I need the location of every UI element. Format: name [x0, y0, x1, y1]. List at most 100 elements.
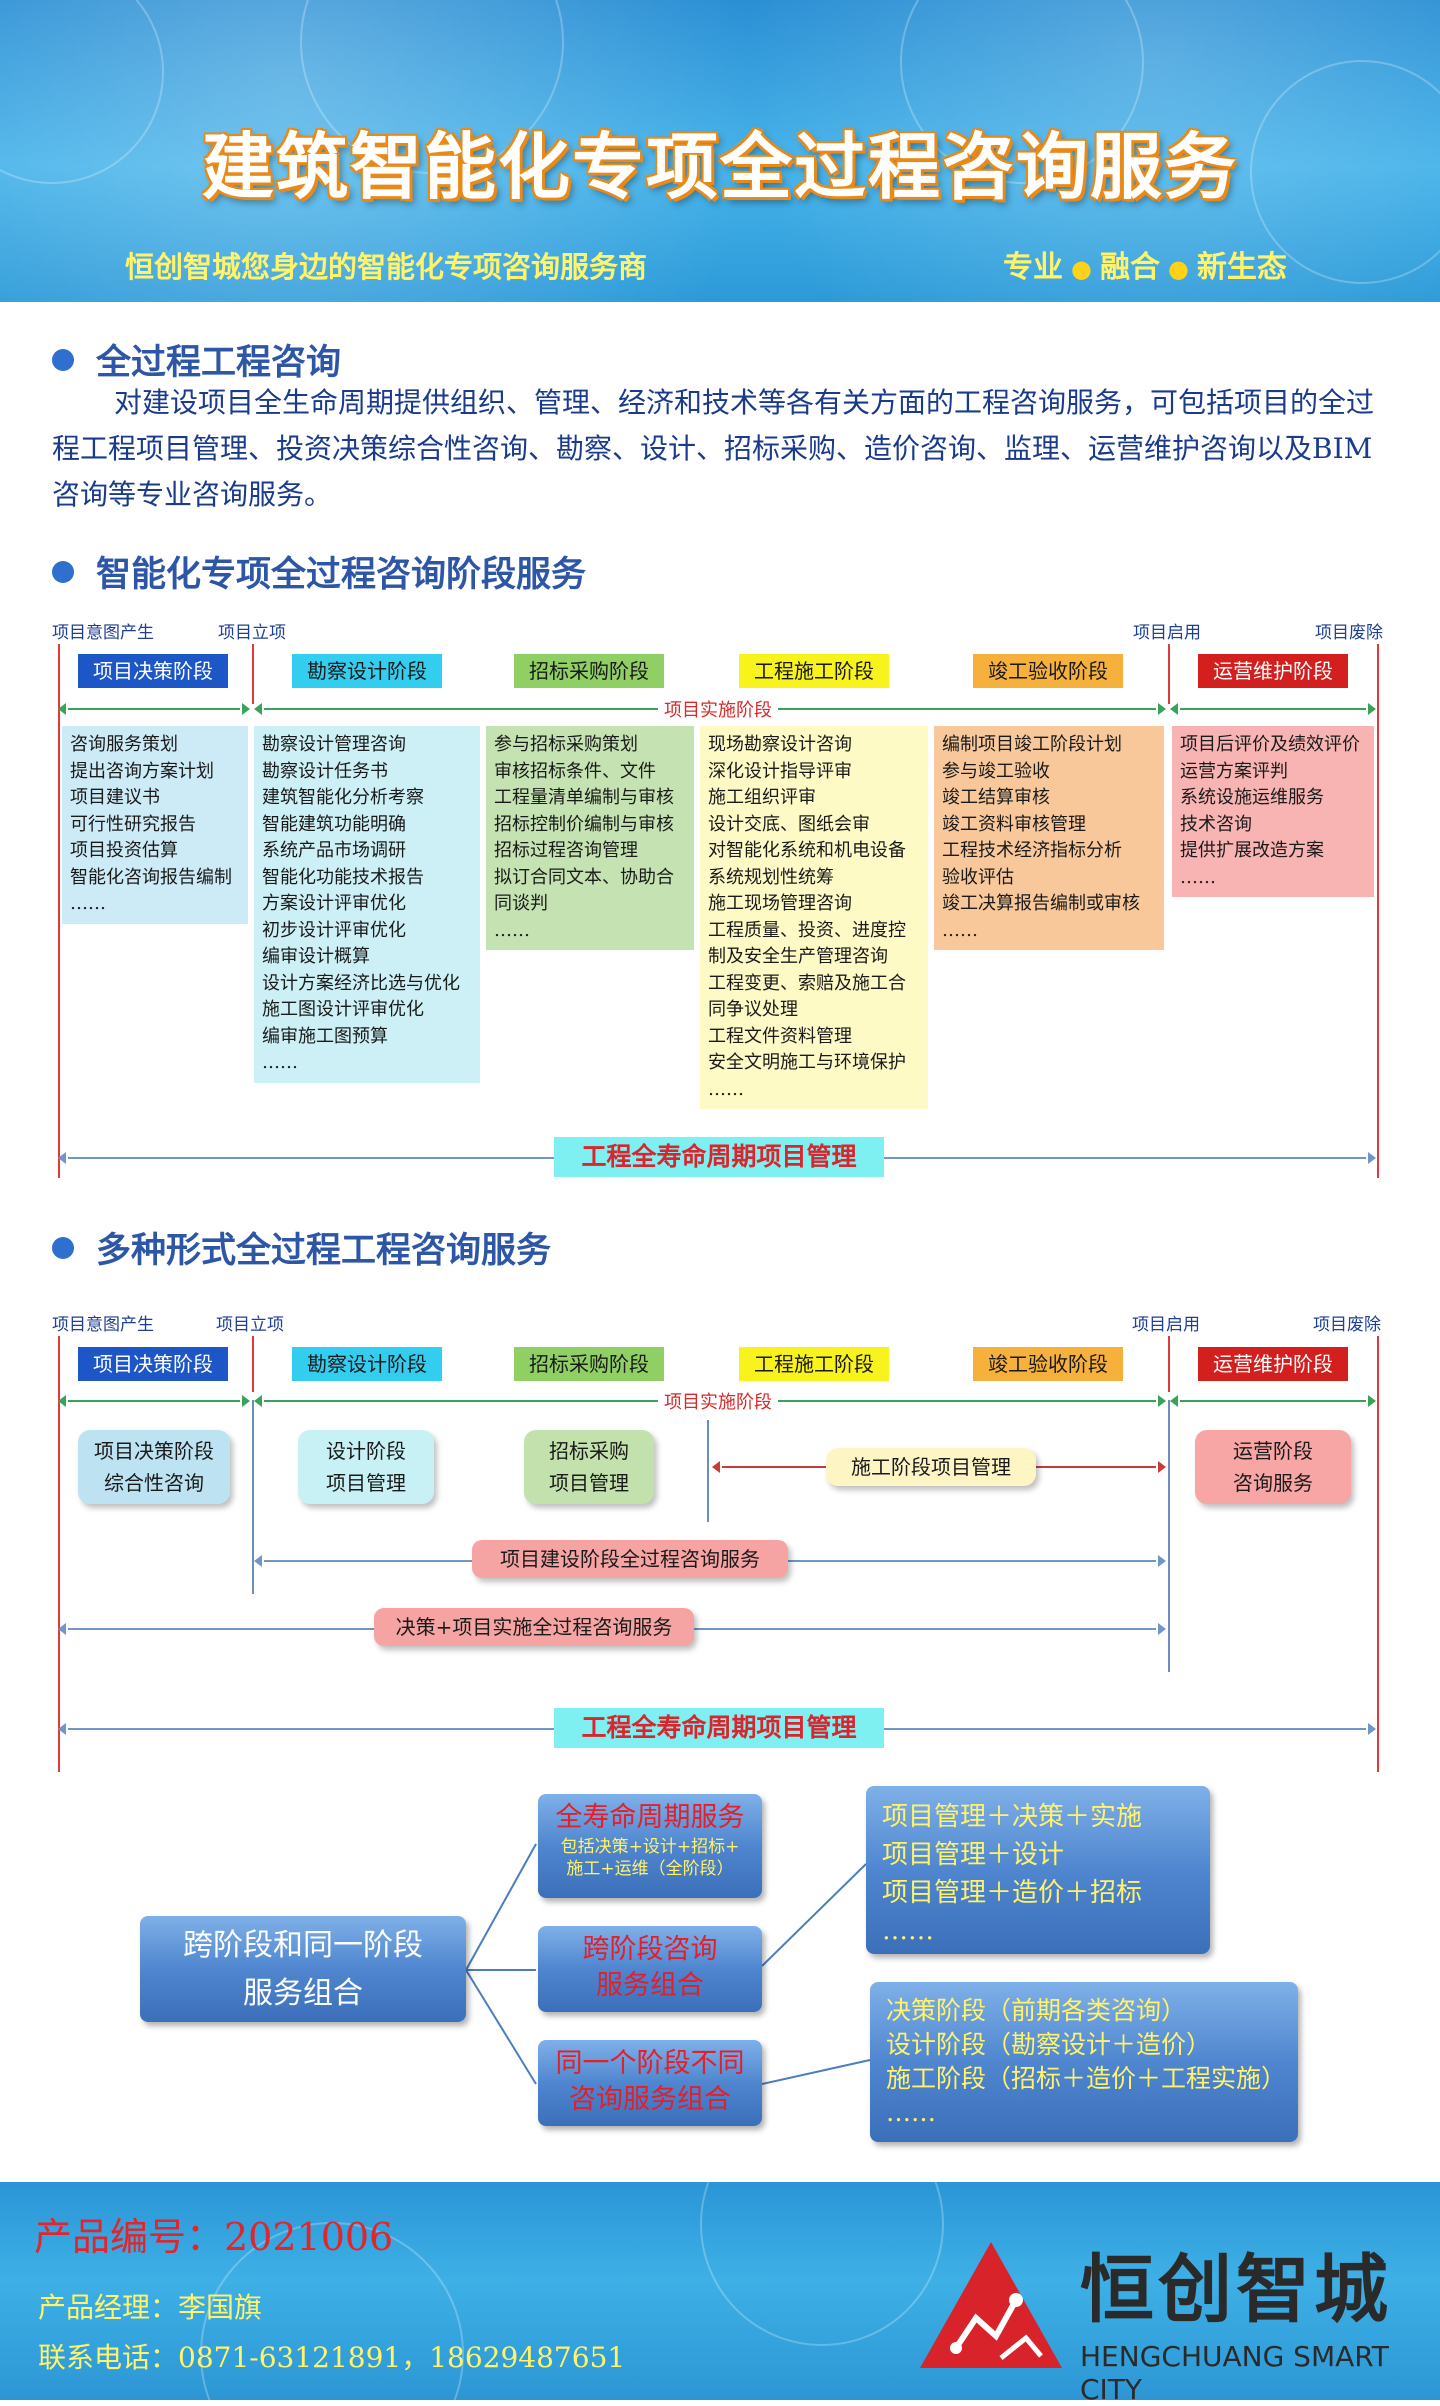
form-design: 设计阶段项目管理: [298, 1430, 434, 1504]
task-item: 可行性研究报告: [70, 813, 196, 835]
milestone-line: [1168, 1336, 1170, 1392]
milestone-label: 项目启用: [1132, 1315, 1200, 1335]
task-item: 工程量清单编制与审核: [494, 787, 674, 808]
milestone-label: 项目立项: [216, 1315, 284, 1335]
task-item: 工程文件资料管理: [708, 1025, 852, 1047]
task-item: 编审施工图预算: [262, 1025, 388, 1047]
decor-circle: [700, 2182, 944, 2346]
task-item: 项目投资估算: [70, 840, 178, 861]
task-item: 竣工结算审核: [942, 787, 1050, 808]
phase-arrow: [58, 703, 250, 715]
header-banner: [0, 0, 1440, 302]
company-logo-icon: [920, 2242, 1062, 2368]
form-operation: 运营阶段咨询服务: [1195, 1430, 1351, 1504]
form-construction: 施工阶段项目管理: [826, 1448, 1036, 1486]
task-list: 编制项目竣工阶段计划参与竣工验收竣工结算审核竣工资料审核管理工程技术经济指标分析…: [934, 726, 1164, 950]
task-item: 工程变更、索赔及施工合: [708, 972, 906, 994]
form-bidding: 招标采购项目管理: [524, 1430, 654, 1504]
task-item: 智能化功能技术报告: [262, 866, 424, 888]
task-item: 技术咨询: [1180, 813, 1252, 835]
stage-label: 项目决策阶段: [78, 1347, 228, 1381]
phase-arrow: [58, 1395, 250, 1407]
task-item: 参与竣工验收: [942, 760, 1050, 782]
task-item: 招标过程咨询管理: [494, 840, 638, 861]
milestone-label: 项目启用: [1133, 623, 1201, 643]
task-item: 同谈判: [494, 893, 548, 914]
task-list: 现场勘察设计咨询深化设计指导评审施工组织评审设计交底、图纸会审对智能化系统和机电…: [700, 726, 928, 1109]
task-item: 对智能化系统和机电设备: [708, 840, 906, 861]
divider-line: [252, 1400, 254, 1594]
milestone-line: [252, 644, 254, 704]
task-item: 系统规划性统筹: [708, 866, 834, 888]
task-list: 勘察设计管理咨询勘察设计任务书建筑智能化分析考察智能建筑功能明确系统产品市场调研…: [254, 726, 480, 1083]
combo-lifetime-box: 全寿命周期服务 包括决策+设计+招标+ 施工+运维（全阶段）: [538, 1794, 762, 1898]
task-item: 智能建筑功能明确: [262, 813, 406, 835]
milestone-label: 项目立项: [218, 623, 286, 643]
task-item: 审核招标条件、文件: [494, 760, 656, 782]
task-item: 项目后评价及绩效评价: [1180, 734, 1360, 755]
page-subtitle: 恒创智城您身边的智能化专项咨询服务商: [125, 250, 648, 284]
form-decision: 项目决策阶段综合性咨询: [78, 1430, 230, 1504]
phase-arrow: [1170, 703, 1376, 715]
stage-label: 运营维护阶段: [1198, 1347, 1348, 1381]
task-item: 咨询服务策划: [70, 734, 178, 755]
task-item: 编审设计概算: [262, 946, 370, 967]
task-item: 系统设施运维服务: [1180, 787, 1324, 808]
implementation-label: 项目实施阶段: [658, 1388, 778, 1414]
company-logo-text: 恒创智城: [1080, 2247, 1392, 2333]
task-item: ……: [942, 919, 978, 941]
task-item: 竣工资料审核管理: [942, 813, 1086, 835]
footer-banner: [0, 2182, 1440, 2400]
tag: 专业: [1003, 250, 1063, 285]
tag: 融合: [1099, 250, 1160, 285]
bullet-icon: [52, 349, 74, 371]
bullet-icon: [52, 561, 74, 583]
stage-label: 竣工验收阶段: [973, 1347, 1123, 1381]
task-item: 运营方案评判: [1180, 760, 1288, 782]
task-item: 施工组织评审: [708, 787, 816, 808]
phase-arrow: [1170, 1395, 1376, 1407]
task-list: 项目后评价及绩效评价运营方案评判系统设施运维服务技术咨询提供扩展改造方案 ……: [1172, 726, 1374, 897]
task-item: 工程技术经济指标分析: [942, 840, 1122, 861]
task-item: 初步设计评审优化: [262, 919, 406, 941]
product-number: 产品编号：2021006: [34, 2215, 394, 2259]
task-item: 系统产品市场调研: [262, 840, 406, 861]
section-body: 对建设项目全生命周期提供组织、管理、经济和技术等各有关方面的工程咨询服务，可包括…: [52, 386, 1375, 511]
task-item: ……: [494, 919, 530, 941]
stage-label: 招标采购阶段: [514, 654, 664, 688]
task-item: 验收评估: [942, 866, 1014, 888]
contact-phone: 联系电话：0871-63121891，18629487651: [38, 2341, 626, 2374]
task-item: ……: [1180, 866, 1216, 888]
stage-label: 项目决策阶段: [78, 654, 228, 688]
milestone-label: 项目废除: [1315, 623, 1383, 643]
implementation-label: 项目实施阶段: [658, 696, 778, 722]
task-item: ……: [708, 1078, 744, 1100]
milestone-line: [252, 1336, 254, 1392]
lifecycle-label: 工程全寿命周期项目管理: [554, 1137, 884, 1177]
company-logo-english: HENGCHUANG SMART CITY: [1080, 2340, 1389, 2406]
milestone-line: [1377, 1336, 1379, 1772]
section-title: 多种形式全过程工程咨询服务: [52, 1222, 551, 1273]
combo-cross-list: 项目管理＋决策＋实施 项目管理＋设计 项目管理＋造价＋招标 ……: [866, 1786, 1210, 1954]
task-item: 拟订合同文本、协助合: [494, 866, 674, 888]
page-title: 建筑智能化专项全过程咨询服务: [201, 125, 1238, 209]
stage-label: 工程施工阶段: [739, 1347, 889, 1381]
task-item: 勘察设计任务书: [262, 760, 388, 782]
task-item: 竣工决算报告编制或审核: [942, 893, 1140, 914]
task-item: 安全文明施工与环境保护: [708, 1052, 906, 1073]
task-item: 编制项目竣工阶段计划: [942, 734, 1122, 755]
stage-label: 工程施工阶段: [739, 654, 889, 688]
milestone-line: [58, 644, 60, 1178]
task-item: 智能化咨询报告编制: [70, 866, 232, 888]
task-item: 制及安全生产管理咨询: [708, 946, 888, 967]
lifecycle-label: 工程全寿命周期项目管理: [554, 1708, 884, 1748]
task-item: 建筑智能化分析考察: [262, 787, 424, 808]
task-item: 方案设计评审优化: [262, 893, 406, 914]
task-item: 提供扩展改造方案: [1180, 840, 1324, 861]
stage-label: 运营维护阶段: [1198, 654, 1348, 688]
stage-label: 竣工验收阶段: [973, 654, 1123, 688]
task-item: 同争议处理: [708, 999, 798, 1020]
form-build-full: 项目建设阶段全过程咨询服务: [472, 1540, 788, 1578]
milestone-line: [1168, 644, 1170, 704]
milestone-label: 项目意图产生: [52, 623, 154, 643]
